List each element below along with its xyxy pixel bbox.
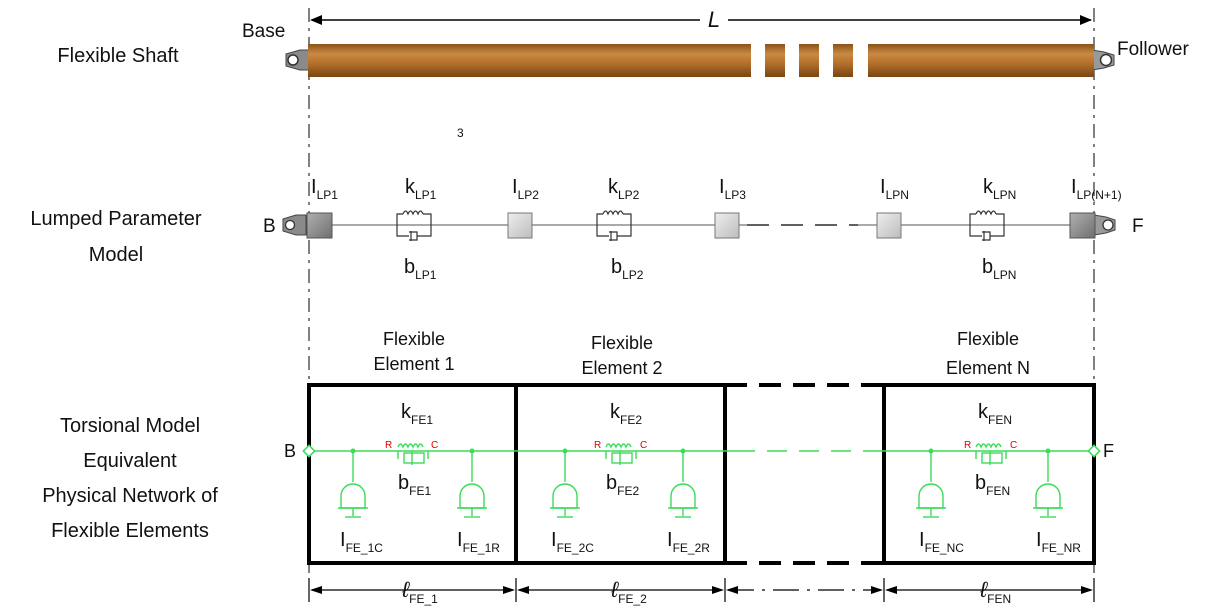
row-title-torsional: Torsional Model Equivalent Physical Netw… bbox=[42, 415, 218, 542]
stray-mark: 3 bbox=[457, 126, 464, 140]
svg-text:Flexible: Flexible bbox=[591, 333, 653, 353]
element-boxes bbox=[307, 383, 1096, 565]
inertia-block-lp1 bbox=[306, 212, 333, 239]
length-label: L bbox=[708, 7, 720, 32]
label-k-fe2: kFE2 bbox=[610, 401, 642, 427]
inertia-block-lp2 bbox=[507, 212, 533, 239]
label-i-fe-2r: IFE_2R bbox=[667, 529, 710, 555]
dashed-guides bbox=[308, 8, 1095, 605]
svg-text:Physical Network of: Physical Network of bbox=[42, 485, 218, 507]
label-k-lp2: kLP2 bbox=[608, 176, 640, 202]
svg-text:C: C bbox=[1010, 440, 1017, 451]
base-label: Base bbox=[242, 21, 285, 42]
element-n-title: Flexible Element N bbox=[946, 329, 1030, 378]
lumped-inertia-blocks bbox=[306, 212, 1096, 239]
label-b-lpn: bLPN bbox=[982, 256, 1016, 282]
lumped-follower-label: F bbox=[1132, 216, 1144, 237]
svg-text:Model: Model bbox=[89, 244, 143, 266]
element-n-network: R C bbox=[916, 440, 1063, 518]
svg-text:Lumped Parameter: Lumped Parameter bbox=[30, 208, 202, 230]
label-b-lp1: bLP1 bbox=[404, 256, 437, 282]
svg-text:Flexible: Flexible bbox=[383, 329, 445, 349]
svg-text:Torsional Model: Torsional Model bbox=[60, 415, 200, 437]
inertia-block-lp3 bbox=[714, 212, 740, 239]
label-i-lp1: ILP1 bbox=[311, 176, 338, 202]
label-i-fe-1r: IFE_1R bbox=[457, 529, 500, 555]
svg-text:Element 1: Element 1 bbox=[373, 354, 454, 374]
label-i-lpn: ILPN bbox=[880, 176, 909, 202]
label-b-fen: bFEN bbox=[975, 472, 1010, 498]
svg-text:R: R bbox=[385, 440, 392, 451]
inertia-block-lpn bbox=[876, 212, 902, 239]
shaft-follower-clevis bbox=[1091, 49, 1115, 71]
svg-text:Flexible: Flexible bbox=[957, 329, 1019, 349]
svg-text:R: R bbox=[594, 440, 601, 451]
follower-label: Follower bbox=[1117, 39, 1189, 60]
svg-text:C: C bbox=[431, 440, 438, 451]
label-k-fen: kFEN bbox=[978, 401, 1012, 427]
label-k-lpn: kLPN bbox=[983, 176, 1016, 202]
svg-text:C: C bbox=[640, 440, 647, 451]
label-i-fe-nc: IFE_NC bbox=[919, 529, 964, 555]
lumped-base-clevis bbox=[282, 214, 307, 236]
svg-text:R: R bbox=[964, 440, 971, 451]
label-len-fe2: ℓFE_2 bbox=[610, 577, 647, 606]
label-k-lp1: kLP1 bbox=[405, 176, 437, 202]
lumped-spring-damper-n bbox=[969, 210, 1005, 241]
lumped-spring-damper-2 bbox=[596, 210, 632, 241]
svg-text:Flexible Elements: Flexible Elements bbox=[51, 520, 209, 542]
network-ports bbox=[302, 444, 1101, 458]
row-title-shaft: Flexible Shaft bbox=[57, 45, 179, 67]
svg-text:Element N: Element N bbox=[946, 358, 1030, 378]
shaft-body bbox=[308, 44, 1094, 77]
element-2-network: R C bbox=[550, 440, 698, 518]
label-i-fe-2c: IFE_2C bbox=[551, 529, 594, 555]
network-follower-label: F bbox=[1103, 441, 1114, 461]
label-i-lpn1: ILP(N+1) bbox=[1071, 176, 1122, 202]
label-b-fe1: bFE1 bbox=[398, 472, 431, 498]
element-1-title: Flexible Element 1 bbox=[373, 329, 454, 374]
label-i-fe-1c: IFE_1C bbox=[340, 529, 383, 555]
element-2-title: Flexible Element 2 bbox=[581, 333, 662, 378]
svg-text:Equivalent: Equivalent bbox=[83, 450, 177, 472]
label-i-fe-nr: IFE_NR bbox=[1036, 529, 1081, 555]
lumped-base-label: B bbox=[263, 216, 276, 237]
shaft-base-clevis bbox=[285, 49, 311, 71]
label-b-lp2: bLP2 bbox=[611, 256, 644, 282]
lumped-follower-clevis bbox=[1093, 214, 1116, 236]
label-i-lp3: ILP3 bbox=[719, 176, 746, 202]
length-dimension bbox=[310, 15, 1092, 25]
element-length-dimensions bbox=[308, 578, 1095, 602]
label-b-fe2: bFE2 bbox=[606, 472, 639, 498]
element-1-network: R C bbox=[338, 440, 487, 518]
label-len-fen: ℓFEN bbox=[979, 577, 1011, 606]
inertia-block-lpn1 bbox=[1069, 212, 1096, 239]
svg-text:Element 2: Element 2 bbox=[581, 358, 662, 378]
row-title-lumped: Lumped Parameter Model bbox=[30, 208, 202, 266]
network-base-label: B bbox=[284, 441, 296, 461]
lumped-spring-damper-1 bbox=[396, 210, 432, 241]
label-k-fe1: kFE1 bbox=[401, 401, 433, 427]
label-len-fe1: ℓFE_1 bbox=[401, 577, 438, 606]
label-i-lp2: ILP2 bbox=[512, 176, 539, 202]
